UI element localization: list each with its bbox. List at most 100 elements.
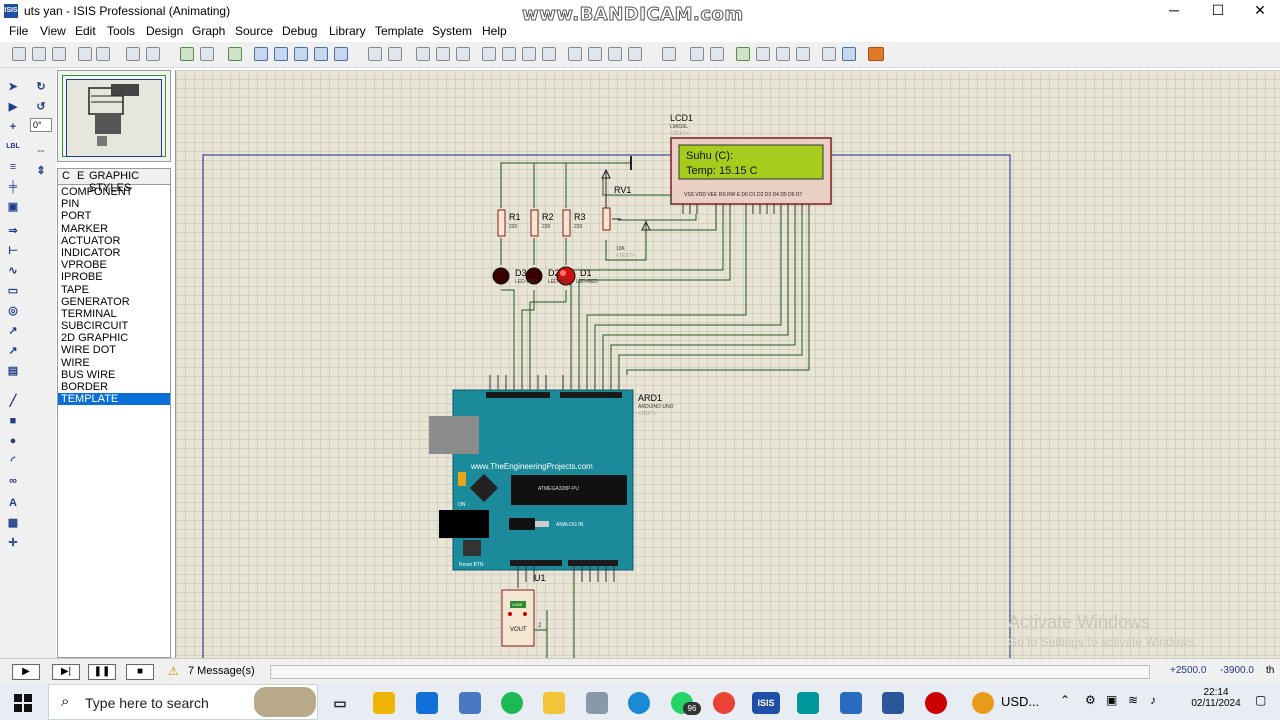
import-icon[interactable] (78, 47, 92, 61)
pick-device-icon[interactable] (568, 47, 582, 61)
arduino-uno-board[interactable] (429, 389, 634, 571)
list-item[interactable]: COMPONENT (61, 186, 133, 198)
app-icon-3[interactable] (840, 692, 862, 714)
zoom-all-icon[interactable] (314, 47, 328, 61)
menu-source[interactable]: Source (235, 24, 274, 38)
list-item[interactable]: TERMINAL (61, 307, 117, 320)
menu-graph[interactable]: Graph (192, 24, 226, 38)
task-view-icon[interactable]: ▭ (333, 695, 347, 711)
open-folder-icon[interactable] (32, 47, 46, 61)
redraw-icon[interactable] (180, 47, 194, 61)
line-icon[interactable]: ╱ (9, 395, 17, 407)
menu-edit[interactable]: Edit (75, 24, 96, 38)
pause-button[interactable]: ❚❚ (88, 664, 116, 680)
menu-tools[interactable]: Tools (107, 24, 136, 38)
isis-taskbar-icon[interactable]: ISIS (752, 692, 780, 714)
terminals-icon[interactable]: ⇒ (8, 225, 18, 237)
list-item[interactable]: SUBCIRCUIT (61, 320, 129, 333)
minimize-button[interactable]: ─ (1169, 2, 1179, 18)
tab-c[interactable]: C (62, 170, 70, 182)
bus-icon[interactable]: ╪ (9, 181, 17, 193)
undo-icon[interactable] (368, 47, 382, 61)
cut-icon[interactable] (416, 47, 430, 61)
mail-icon[interactable] (416, 692, 438, 714)
wire-label-icon[interactable]: LBL (6, 143, 20, 150)
menu-debug[interactable]: Debug (282, 24, 318, 38)
tab-e[interactable]: E (77, 170, 85, 182)
list-item[interactable]: PIN (61, 198, 80, 211)
text-script-icon[interactable]: ≡ (9, 161, 17, 173)
junction-dot-icon[interactable]: + (9, 121, 17, 133)
zoom-out-icon[interactable] (294, 47, 308, 61)
arduino-ide-icon[interactable] (797, 692, 819, 714)
block-rotate-icon[interactable] (522, 47, 536, 61)
file-explorer-icon[interactable] (373, 692, 395, 714)
potentiometer-rv1[interactable] (601, 168, 651, 231)
wire-autorouter-icon[interactable] (662, 47, 676, 61)
list-item[interactable]: VPROBE (61, 259, 107, 272)
path-icon[interactable]: ∞ (9, 475, 17, 487)
list-item[interactable]: WIRE (61, 356, 90, 369)
block-delete-icon[interactable] (542, 47, 556, 61)
rotate-cw-icon[interactable]: ↻ (36, 81, 46, 93)
resistor-r2[interactable] (530, 209, 539, 237)
play-button[interactable]: ▶ (12, 664, 40, 680)
subcircuit-icon[interactable]: ▣ (7, 201, 19, 213)
maximize-button[interactable]: ☐ (1211, 2, 1225, 18)
menu-help[interactable]: Help (482, 24, 507, 38)
overview-window[interactable] (57, 70, 171, 162)
notification-icon[interactable]: ▢ (1255, 693, 1267, 707)
message-count[interactable]: 7 Message(s) (188, 665, 255, 677)
bom-icon[interactable] (796, 47, 810, 61)
app-icon[interactable] (459, 692, 481, 714)
list-item[interactable]: MARKER (61, 222, 109, 235)
arc-icon[interactable]: ◜ (10, 455, 16, 467)
mirror-vertical-icon[interactable]: ⇕ (36, 165, 46, 177)
zoom-in-icon[interactable] (274, 47, 288, 61)
netlist-icon[interactable] (842, 47, 856, 61)
list-item[interactable]: IPROBE (61, 271, 103, 284)
text-icon[interactable]: A (9, 497, 17, 509)
property-assign-icon[interactable] (710, 47, 724, 61)
sensor-lm35[interactable] (501, 589, 535, 647)
menu-design[interactable]: Design (146, 24, 184, 38)
speaker-icon[interactable]: ♪ (1150, 693, 1156, 707)
list-item[interactable]: BORDER (61, 381, 109, 393)
chrome-icon[interactable] (713, 692, 735, 714)
step-button[interactable]: ▶| (52, 664, 80, 680)
zoom-area-icon[interactable] (334, 47, 348, 61)
voltage-probe-icon[interactable]: ↗ (8, 325, 18, 337)
redo-icon[interactable] (388, 47, 402, 61)
block-move-icon[interactable] (502, 47, 516, 61)
new-file-icon[interactable] (12, 47, 26, 61)
current-probe-icon[interactable]: ↗ (8, 345, 18, 357)
bandicam-record-icon[interactable] (925, 692, 947, 714)
tray-network-icon[interactable]: ⚙ (1085, 693, 1096, 707)
selection-mode-icon[interactable]: ➤ (8, 81, 18, 93)
box-icon[interactable]: ■ (9, 415, 17, 427)
list-item[interactable]: ACTUATOR (61, 234, 121, 247)
generator-icon[interactable]: ◎ (8, 305, 18, 317)
tray-chevron-icon[interactable]: ⌃ (1060, 693, 1071, 707)
rotation-angle-field[interactable]: 0° (30, 118, 52, 132)
electrical-check-icon[interactable] (822, 47, 836, 61)
edge-icon[interactable] (628, 692, 650, 714)
menu-template[interactable]: Template (375, 24, 424, 38)
stop-button[interactable]: ■ (126, 664, 154, 680)
lcd-component[interactable]: Suhu (C): Temp: 15.15 C VSS VDD VEE RS R… (670, 137, 832, 205)
copy-icon[interactable] (436, 47, 450, 61)
print-icon[interactable] (126, 47, 140, 61)
spotify-icon[interactable] (501, 692, 523, 714)
save-icon[interactable] (52, 47, 66, 61)
taskbar-search[interactable]: ⌕ Type here to search (48, 684, 318, 720)
remove-sheet-icon[interactable] (756, 47, 770, 61)
menu-file[interactable]: File (9, 24, 29, 38)
make-device-icon[interactable] (588, 47, 602, 61)
print-area-icon[interactable] (146, 47, 160, 61)
packaging-icon[interactable] (608, 47, 622, 61)
list-item[interactable]: INDICATOR (61, 246, 121, 259)
marker-icon[interactable]: ✛ (8, 537, 18, 549)
component-mode-icon[interactable]: ▶ (8, 101, 18, 113)
list-item[interactable]: 2D GRAPHIC (61, 332, 129, 345)
paste-icon[interactable] (456, 47, 470, 61)
